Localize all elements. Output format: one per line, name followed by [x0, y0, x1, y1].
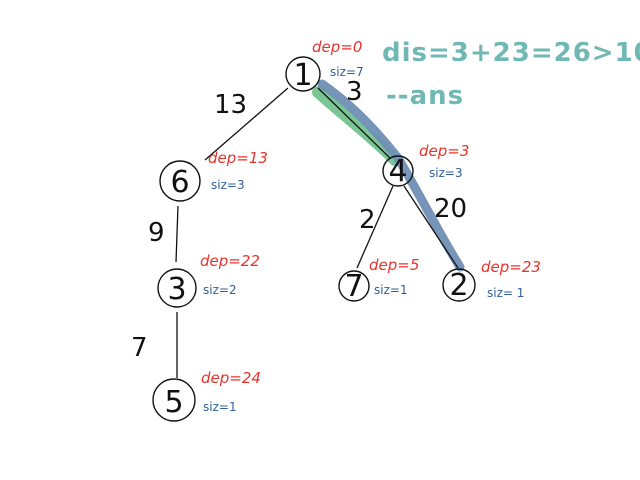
node-circle [338, 270, 370, 302]
node-siz: siz=1 [203, 400, 237, 414]
edge-weight-6-3: 9 [148, 218, 165, 248]
node-3: 3 dep=22 siz=2 [157, 252, 260, 308]
node-dep: dep=3 [419, 142, 469, 160]
node-dep: dep=23 [481, 258, 541, 276]
node-4: 4 dep=3 siz=3 [382, 142, 469, 189]
edge-4-7 [356, 185, 394, 269]
edge-4-2 [403, 185, 459, 269]
node-circle [157, 268, 197, 308]
edge-weight-1-4: 3 [346, 77, 363, 107]
node-dep: dep=13 [208, 149, 268, 167]
annotation-ans: --ans [386, 81, 464, 111]
node-siz: siz=1 [374, 283, 408, 297]
node-siz: siz= 1 [487, 286, 524, 300]
node-label: 4 [388, 154, 407, 189]
node-7: 7 dep=5 siz=1 [338, 256, 419, 304]
node-label: 7 [344, 269, 363, 304]
node-circle [382, 155, 414, 187]
node-circle [442, 268, 476, 302]
edge-weight-4-7: 2 [359, 205, 376, 235]
node-label: 5 [164, 385, 183, 420]
node-circle [285, 56, 321, 92]
node-label: 2 [449, 268, 468, 303]
edge-1-4 [317, 87, 391, 159]
node-dep: dep=0 [312, 38, 362, 56]
highlight-blue-path [317, 79, 465, 272]
annotation-distance: dis=3+23=26>10 [382, 38, 640, 68]
node-label: 1 [293, 58, 312, 93]
node-dep: dep=22 [200, 252, 260, 270]
node-label: 3 [167, 272, 186, 307]
node-5: 5 dep=24 siz=1 [152, 369, 261, 422]
edge-1-6 [204, 87, 289, 161]
node-1: 1 dep=0 siz=7 [285, 38, 364, 93]
node-6: 6 dep=13 siz=3 [159, 149, 268, 202]
node-dep: dep=24 [201, 369, 261, 387]
node-circle [152, 378, 196, 422]
edge-weight-3-5: 7 [131, 333, 148, 363]
node-siz: siz=3 [429, 166, 463, 180]
node-siz: siz=7 [330, 65, 364, 79]
node-2: 2 dep=23 siz= 1 [442, 258, 541, 303]
edge-weight-1-6: 13 [214, 90, 247, 120]
node-siz: siz=2 [203, 283, 237, 297]
node-circle [159, 160, 201, 202]
node-siz: siz=3 [211, 178, 245, 192]
node-dep: dep=5 [369, 256, 419, 274]
node-label: 6 [170, 165, 189, 200]
edge-6-3 [175, 205, 179, 263]
edge-weight-4-2: 20 [434, 194, 467, 224]
